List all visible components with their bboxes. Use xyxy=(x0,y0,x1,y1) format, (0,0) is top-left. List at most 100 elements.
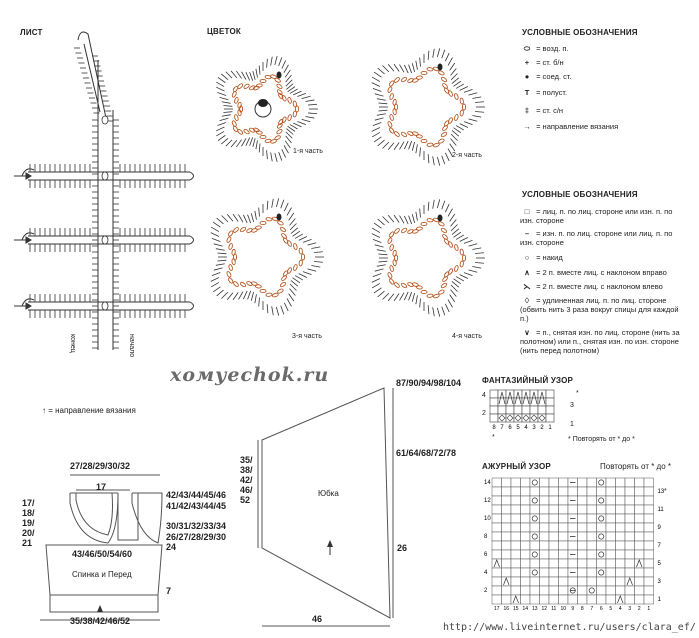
lace-col-label: 15 xyxy=(513,606,519,612)
dash-icon: – xyxy=(524,229,530,238)
lace-col-label: 5 xyxy=(609,606,612,612)
lace-col-label: 1 xyxy=(647,606,650,612)
lace-row-label: 1 xyxy=(658,597,662,603)
legend1-title: УСЛОВНЫЕ ОБОЗНАЧЕНИЯ xyxy=(522,28,638,37)
lace-row-label: 9 xyxy=(658,525,662,531)
lace-col-label: 3 xyxy=(628,606,631,612)
legend2-item: ∨ = п., снятая изн. по лиц. стороне (нит… xyxy=(520,328,680,355)
lace-col-label: 17 xyxy=(494,606,500,612)
legend2-item: □ = лиц. п. по лиц. стороне или изн. п. … xyxy=(520,207,673,225)
lace-col-label: 11 xyxy=(551,606,556,612)
bodice-band: 7 xyxy=(166,586,172,596)
lace-col-label: 9 xyxy=(571,606,574,612)
skirt-height: 26 xyxy=(397,543,408,553)
lace-repeat-note: Повторять от * до * xyxy=(600,462,671,471)
skirt-bottom: 46 xyxy=(312,614,323,624)
lace-col-label: 10 xyxy=(560,606,566,612)
fancy-pattern-title: ФАНТАЗИЙНЫЙ УЗОР xyxy=(482,376,574,385)
fancy-col-label: 3 xyxy=(532,425,536,431)
flower-part-3-label: 3-я часть xyxy=(292,333,322,340)
legend2-title: УСЛОВНЫЕ ОБОЗНАЧЕНИЯ xyxy=(522,190,638,199)
lace-row-label: 2 xyxy=(484,588,488,594)
fancy-row-label: 1 xyxy=(570,421,574,428)
legend1-item: ⬭ = возд. п. xyxy=(520,44,569,53)
lace-row-label: 7 xyxy=(658,543,662,549)
legend2-item: ⋋ = 2 п. вместе лиц. с наклоном влево xyxy=(520,282,680,291)
flower-part-4-label: 4-я часть xyxy=(452,333,482,340)
lace-col-label: 7 xyxy=(590,606,593,612)
bodice-right-c: 30/31/32/33/34 xyxy=(166,521,227,531)
bodice-label: Спинка и Перед xyxy=(72,570,132,579)
double-crochet-icon: ‡ xyxy=(524,106,530,115)
lace-row-label: 5 xyxy=(658,561,662,567)
k2tog-right-icon: ∧ xyxy=(524,268,530,277)
lace-row-label: 14 xyxy=(484,480,491,486)
legend1-item: ● = соед. ст. xyxy=(520,72,572,81)
fancy-star: * xyxy=(492,434,495,441)
flower-part-3 xyxy=(210,198,324,316)
lace-col-label: 4 xyxy=(619,606,622,612)
lace-row-label: 4 xyxy=(484,570,488,576)
bodice-bottom: 35/38/42/46/52 xyxy=(70,616,131,626)
bodice-left-height: 17/18/19/20/21 xyxy=(22,498,35,548)
flower-part-1-label: 1-я часть xyxy=(293,148,323,155)
fancy-repeat-note: * Повторять от * до * xyxy=(568,436,635,443)
skirt-top: 87/90/94/98/104 xyxy=(396,378,462,388)
lace-row-label: 12 xyxy=(484,498,491,504)
up-arrow-icon: ↑ xyxy=(42,406,46,415)
fancy-row-label: 2 xyxy=(482,410,486,417)
flower-diagrams xyxy=(210,48,485,317)
lace-col-label: 14 xyxy=(522,606,528,612)
flower-title: ЦВЕТОК xyxy=(207,27,241,36)
fancy-col-label: 2 xyxy=(540,425,544,431)
lace-col-label: 16 xyxy=(503,606,509,612)
lace-col-label: 12 xyxy=(541,606,547,612)
watermark-logo: хомуеchok.ru xyxy=(170,364,330,386)
leaf-title: ЛИСТ xyxy=(20,28,43,37)
lace-row-label: 13 xyxy=(658,489,665,495)
skirt-label: Юбка xyxy=(318,489,339,498)
legend1-item: + = ст. б/н xyxy=(520,58,564,67)
leaf-diagram xyxy=(14,31,194,350)
lace-col-label: 6 xyxy=(600,606,603,612)
single-crochet-icon: + xyxy=(524,58,530,67)
lace-star: * xyxy=(664,488,667,495)
legend2-item: – = изн. п. по лиц. стороне или лиц. п. … xyxy=(520,229,673,247)
slip-stitch-icon: ● xyxy=(524,72,530,81)
flower-part-1 xyxy=(216,56,318,162)
fancy-col-label: 5 xyxy=(516,425,520,431)
yarn-over-icon: ○ xyxy=(524,253,530,262)
legend2-item: ∧ = 2 п. вместе лиц. с наклоном вправо xyxy=(520,268,680,277)
fancy-row-label: 3 xyxy=(570,402,574,409)
bodice-right-d: 26/27/28/29/30 xyxy=(166,532,227,542)
k2tog-left-icon: ⋋ xyxy=(523,282,531,291)
bodice-right-b: 41/42/43/44/45 xyxy=(166,501,227,511)
lace-col-label: 13 xyxy=(532,606,538,612)
bodice-right-a: 42/43/44/45/46 xyxy=(166,490,227,500)
fancy-col-label: 8 xyxy=(492,425,496,431)
skirt-right-mid: 61/64/68/72/78 xyxy=(396,448,457,458)
source-url: http://www.liveinternet.ru/users/clara_e… xyxy=(443,622,696,633)
chain-stitch-icon: ⬭ xyxy=(523,44,531,53)
direction-note: ↑ = направление вязания xyxy=(42,406,136,415)
direction-arrow-icon: → xyxy=(523,122,531,131)
bodice-right-e: 24 xyxy=(166,542,177,552)
bodice-chest: 43/46/50/54/60 xyxy=(72,549,133,559)
fancy-star: * xyxy=(576,390,579,397)
bodice-top-width: 27/28/29/30/32 xyxy=(70,461,131,471)
bodice-neck-width: 17 xyxy=(96,482,107,492)
lace-row-label: 3 xyxy=(658,579,662,585)
elongated-stitch-icon: ♢ xyxy=(523,296,531,305)
lace-row-label: 6 xyxy=(484,552,488,558)
legend1-item: T = полуст. xyxy=(520,88,567,97)
fancy-col-label: 4 xyxy=(524,425,528,431)
fancy-col-label: 7 xyxy=(500,425,504,431)
fancy-col-label: 1 xyxy=(548,425,552,431)
lace-row-label: 10 xyxy=(484,516,491,522)
lace-row-label: 11 xyxy=(658,507,665,513)
flower-part-2-label: 2-я часть xyxy=(452,152,482,159)
lace-col-label: 8 xyxy=(581,606,584,612)
